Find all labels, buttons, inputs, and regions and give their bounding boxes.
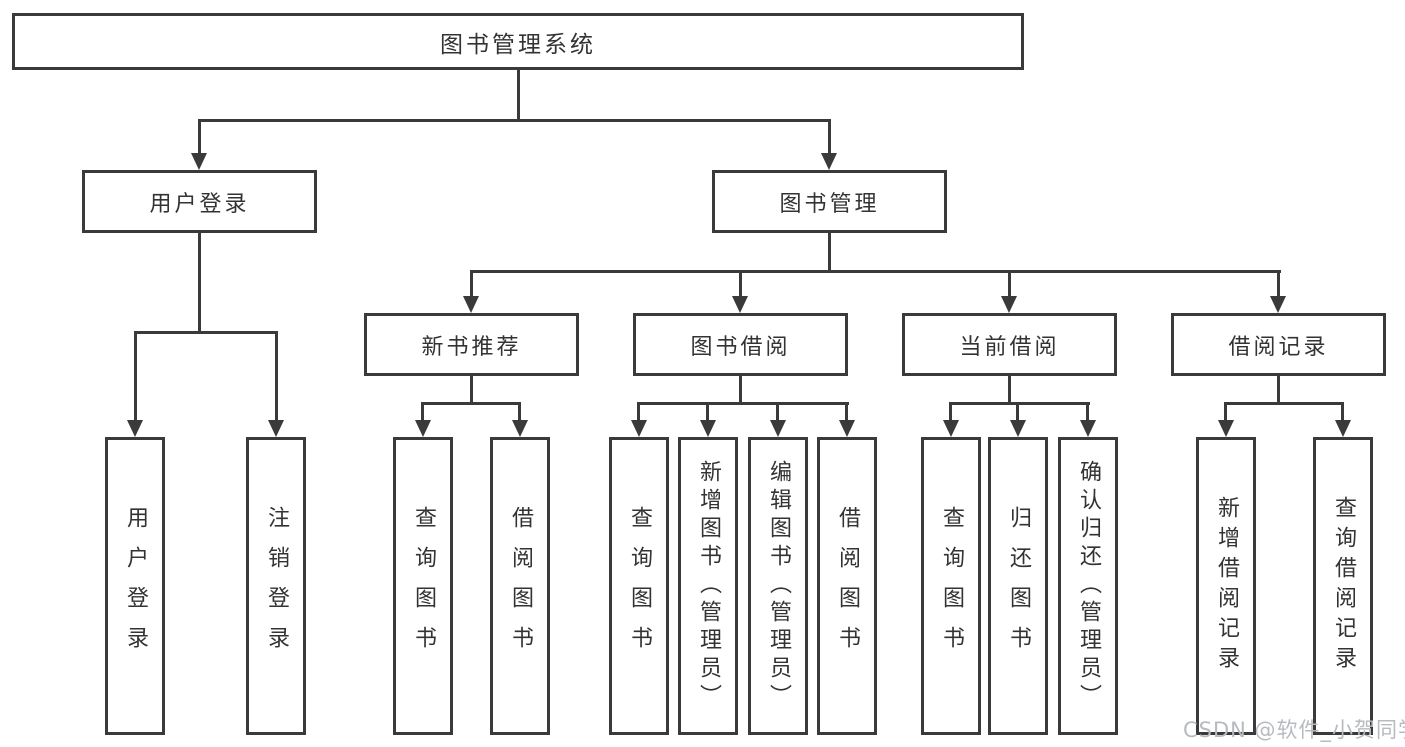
connector-line xyxy=(134,331,278,334)
arrow-down-icon xyxy=(191,153,207,170)
leaf-user-login: 用户登录 xyxy=(105,437,165,735)
arrow-down-icon xyxy=(943,420,959,437)
leaf-borrow-books-recommend: 借阅图书 xyxy=(490,437,550,735)
node-borrowing-records-label: 借阅记录 xyxy=(1228,334,1329,360)
node-current-borrowing: 当前借阅 xyxy=(902,313,1117,376)
connector-line xyxy=(1086,402,1089,420)
connector-line xyxy=(198,119,831,122)
connector-line xyxy=(198,233,201,332)
arrow-down-icon xyxy=(770,420,786,437)
connector-line xyxy=(1277,376,1280,404)
leaf-query-books-recommend: 查询图书 xyxy=(393,437,453,735)
node-user-login: 用户登录 xyxy=(82,170,317,233)
leaf-query-books-recommend-label: 查询图书 xyxy=(411,506,436,666)
arrow-down-icon xyxy=(1335,420,1351,437)
node-library-management-system: 图书管理系统 xyxy=(12,13,1024,70)
connector-line xyxy=(845,402,848,420)
leaf-borrow-books-label: 借阅图书 xyxy=(835,506,860,666)
node-book-borrowing: 图书借阅 xyxy=(633,313,848,376)
connector-line xyxy=(518,402,521,420)
node-new-book-recommendation-label: 新书推荐 xyxy=(421,334,522,360)
arrow-down-icon xyxy=(821,153,837,170)
connector-line xyxy=(1008,376,1011,404)
leaf-confirm-return-admin-label: 确认归还（管理员） xyxy=(1076,460,1101,712)
connector-line xyxy=(776,402,779,420)
arrow-down-icon xyxy=(631,420,647,437)
arrow-down-icon xyxy=(1218,420,1234,437)
leaf-add-books-admin: 新增图书（管理员） xyxy=(678,437,738,735)
connector-line xyxy=(637,402,640,420)
leaf-edit-books-admin: 编辑图书（管理员） xyxy=(748,437,808,735)
arrow-down-icon xyxy=(415,420,431,437)
arrow-down-icon xyxy=(839,420,855,437)
leaf-query-books-borrowing: 查询图书 xyxy=(609,437,669,735)
connector-line xyxy=(275,331,278,420)
connector-line xyxy=(421,402,424,420)
node-current-borrowing-label: 当前借阅 xyxy=(959,334,1060,360)
arrow-down-icon xyxy=(268,420,284,437)
leaf-logout: 注销登录 xyxy=(246,437,306,735)
leaf-query-borrow-record: 查询借阅记录 xyxy=(1313,437,1373,735)
arrow-down-icon xyxy=(700,420,716,437)
arrow-down-icon xyxy=(127,420,143,437)
leaf-query-books-current-label: 查询图书 xyxy=(939,506,964,666)
connector-line xyxy=(470,270,1281,273)
arrow-down-icon xyxy=(1010,420,1026,437)
connector-line xyxy=(1016,402,1019,420)
connector-line xyxy=(706,402,709,420)
arrow-down-icon xyxy=(1001,296,1017,313)
connector-line xyxy=(637,402,849,405)
node-new-book-recommendation: 新书推荐 xyxy=(364,313,579,376)
leaf-return-books-label: 归还图书 xyxy=(1006,506,1031,666)
connector-line xyxy=(470,376,473,404)
arrow-down-icon xyxy=(1270,296,1286,313)
leaf-confirm-return-admin: 确认归还（管理员） xyxy=(1058,437,1118,735)
connector-line xyxy=(739,376,742,404)
arrow-down-icon xyxy=(1080,420,1096,437)
leaf-return-books: 归还图书 xyxy=(988,437,1048,735)
arrow-down-icon xyxy=(463,296,479,313)
connector-line xyxy=(517,70,520,119)
leaf-borrow-books: 借阅图书 xyxy=(817,437,877,735)
connector-line xyxy=(1224,402,1227,420)
node-library-management-system-label: 图书管理系统 xyxy=(440,31,596,58)
connector-line xyxy=(828,119,831,154)
connector-line xyxy=(1341,402,1344,420)
node-book-management-label: 图书管理 xyxy=(779,191,880,217)
leaf-borrow-books-recommend-label: 借阅图书 xyxy=(508,506,533,666)
leaf-user-login-label: 用户登录 xyxy=(123,506,148,666)
leaf-edit-books-admin-label: 编辑图书（管理员） xyxy=(766,460,791,712)
arrow-down-icon xyxy=(512,420,528,437)
node-book-borrowing-label: 图书借阅 xyxy=(690,334,791,360)
connector-line xyxy=(1008,270,1011,296)
connector-line xyxy=(739,270,742,296)
leaf-add-books-admin-label: 新增图书（管理员） xyxy=(696,460,721,712)
connector-line xyxy=(949,402,1090,405)
leaf-add-borrow-record: 新增借阅记录 xyxy=(1196,437,1256,735)
connector-line xyxy=(198,119,201,154)
csdn-watermark: CSDN @软件_小贺同学 xyxy=(1183,718,1405,742)
node-book-management: 图书管理 xyxy=(712,170,947,233)
leaf-logout-label: 注销登录 xyxy=(264,506,289,666)
leaf-query-books-current: 查询图书 xyxy=(921,437,981,735)
connector-line xyxy=(949,402,952,420)
leaf-query-books-borrowing-label: 查询图书 xyxy=(627,506,652,666)
connector-line xyxy=(421,402,521,405)
connector-line xyxy=(1224,402,1344,405)
connector-line xyxy=(1277,270,1280,296)
connector-line xyxy=(470,270,473,296)
arrow-down-icon xyxy=(732,296,748,313)
connector-line xyxy=(134,331,137,420)
leaf-query-borrow-record-label: 查询借阅记录 xyxy=(1331,496,1356,676)
node-user-login-label: 用户登录 xyxy=(149,191,250,217)
leaf-add-borrow-record-label: 新增借阅记录 xyxy=(1214,496,1239,676)
connector-line xyxy=(828,233,831,272)
node-borrowing-records: 借阅记录 xyxy=(1171,313,1386,376)
